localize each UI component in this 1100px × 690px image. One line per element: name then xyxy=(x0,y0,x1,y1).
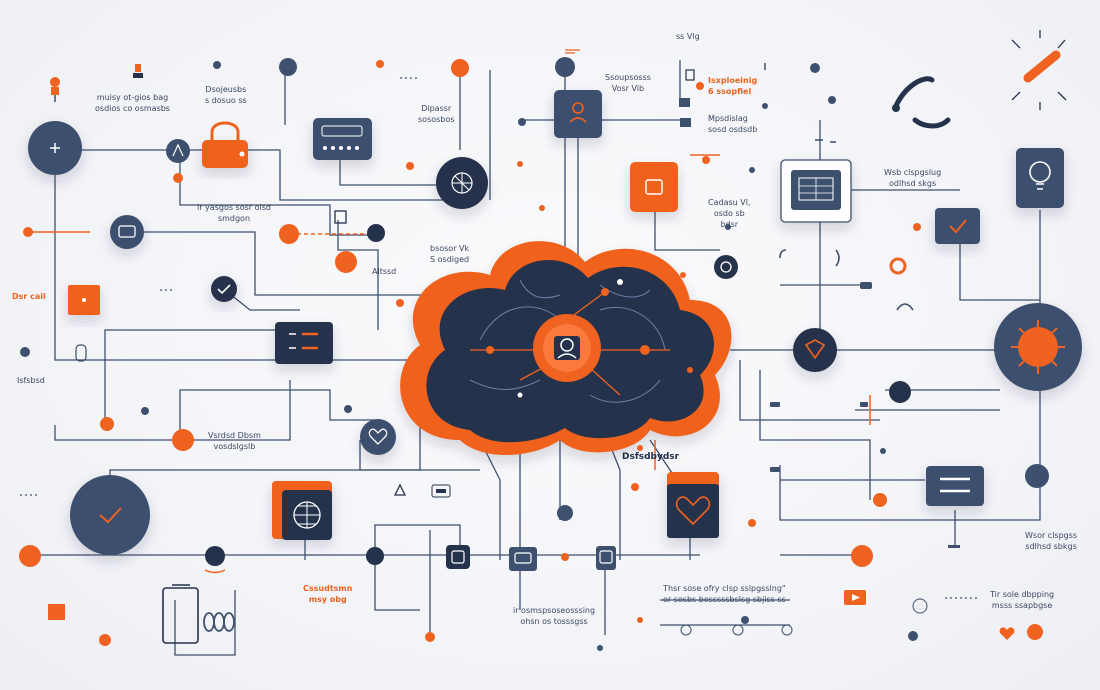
orange-dots xyxy=(19,59,1043,646)
sun-icon xyxy=(994,303,1082,391)
label-bottom-right-1: Wsor clspgss sdlhsd sbkgs xyxy=(1025,531,1078,551)
person-icon xyxy=(50,77,60,102)
label-center-left-small: Altssd xyxy=(372,267,397,276)
label-top-center: Dipassr sososbos xyxy=(418,104,455,124)
tablet-outline xyxy=(162,584,199,644)
lock-icon xyxy=(202,121,248,168)
globe-node xyxy=(436,157,488,209)
lightbulb-icon xyxy=(1016,148,1064,208)
heart-icon xyxy=(667,472,719,538)
small-node-a xyxy=(166,139,190,163)
label-bottom-left-orange: Cssudtsmn msy obg xyxy=(303,584,353,604)
arc-icon xyxy=(779,139,914,311)
small-node-c xyxy=(555,57,575,77)
orange-square-left xyxy=(68,285,100,315)
label-top-tiny: ss Vlg xyxy=(676,32,700,41)
menu-card xyxy=(926,466,984,506)
label-top-mid-2: Ssoupsosss Vosr Vib xyxy=(605,73,651,93)
check-node xyxy=(70,475,150,555)
small-node-g xyxy=(367,224,385,242)
label-bottom-right-2: Tir sole dbpping msss ssapbgse xyxy=(990,590,1055,610)
server-card xyxy=(313,118,372,160)
shield-node xyxy=(793,328,837,372)
check-icon xyxy=(211,276,237,302)
rocket-icon xyxy=(1011,30,1067,110)
heart-node-small xyxy=(360,419,396,455)
small-node-b xyxy=(279,58,297,76)
label-far-left-small: Isfsbsd xyxy=(17,376,45,385)
small-node-e xyxy=(889,381,911,403)
globe-icon xyxy=(272,481,332,540)
ring-icon xyxy=(889,257,907,275)
network-hub-icon xyxy=(533,314,601,382)
small-node-h xyxy=(205,546,225,566)
small-node-i xyxy=(366,547,384,565)
dotted-connectors xyxy=(20,77,980,599)
label-top-right-orange: Isxploeinig 6 ssopfiel xyxy=(708,76,758,96)
magnet-icon xyxy=(892,76,951,129)
label-bottom-center: Thsr sose ofry clsp sslpgsslng" or sosbs… xyxy=(663,584,786,604)
small-node-j xyxy=(557,505,573,521)
small-node-f xyxy=(1025,464,1049,488)
user-card xyxy=(554,90,602,138)
label-mid-left: ir yasgos sosr olsd smdgon xyxy=(197,203,271,223)
small-card-phone xyxy=(596,546,616,570)
chat-bubble-icon xyxy=(509,547,537,571)
small-card-square xyxy=(446,545,470,569)
label-top-right-2: Mpsdislag sosd osdsdb xyxy=(708,114,758,134)
label-center-right-note: Cadasu Vl, osdo sb bdsr xyxy=(708,198,751,229)
label-center-left-note: bsosor Vk S osdiged xyxy=(430,244,470,264)
plus-node xyxy=(28,121,82,175)
label-mid-left-2: Vsrdsd Dbsm vosdslgslb xyxy=(208,431,261,451)
label-top-left: muisy ot-gios bag osdios co osmasbs xyxy=(95,93,170,113)
small-rings xyxy=(680,598,928,636)
settings-card-orange xyxy=(630,162,678,212)
label-top-left-2: Dsojeusbs s dosuo ss xyxy=(205,85,247,105)
label-far-left-orange: Dsr cail xyxy=(12,292,46,301)
label-right-mid: Wsb clspgslug odlhsd skgs xyxy=(884,168,942,188)
chat-node xyxy=(110,215,144,249)
label-center: Dsfsdbydsr xyxy=(622,452,680,462)
outline-square xyxy=(334,210,347,224)
dashed-pills xyxy=(770,282,960,548)
navy-dots xyxy=(20,61,918,651)
list-card xyxy=(275,322,333,364)
dashboard-card xyxy=(780,159,852,223)
coil-icon xyxy=(203,612,235,632)
orange-square-small xyxy=(48,604,65,620)
small-node-d xyxy=(714,255,738,279)
label-bottom-center-left: ir osmspsoseosssing ohsn os tosssgss xyxy=(513,606,596,626)
verify-card xyxy=(935,208,980,244)
